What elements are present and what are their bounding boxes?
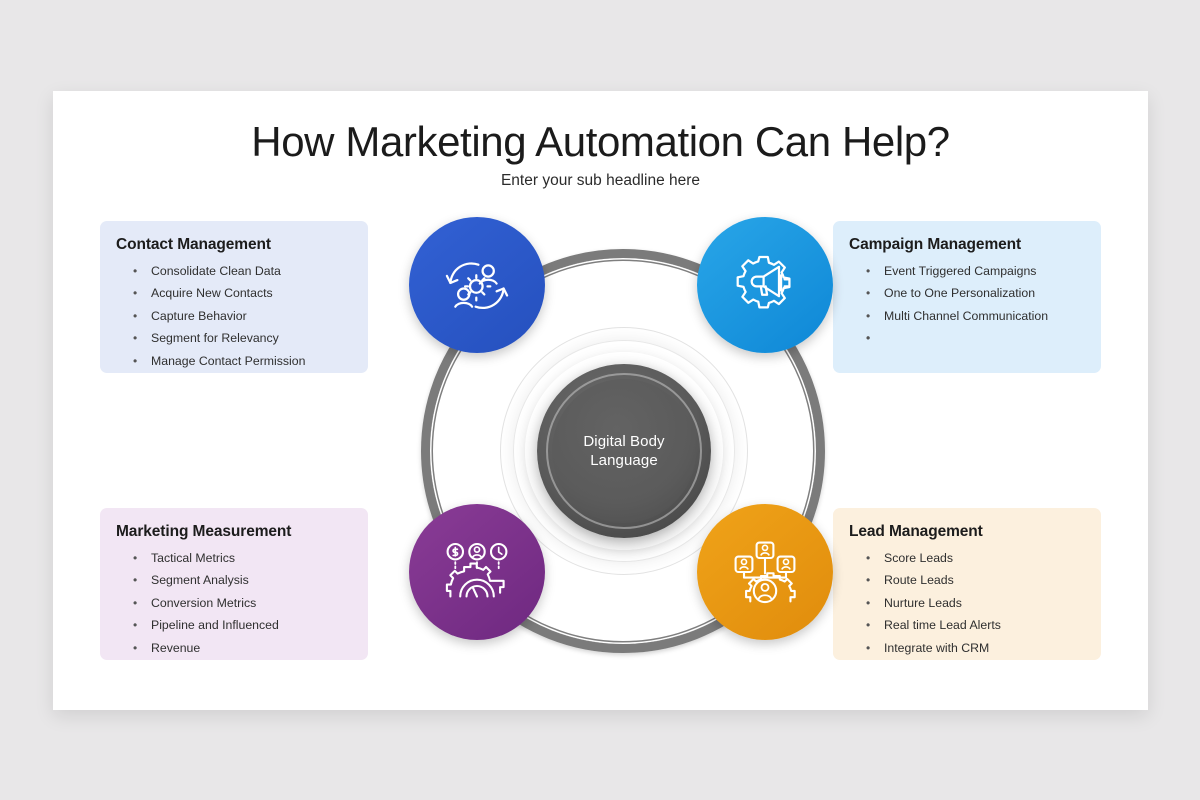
list-item: Acquire New Contacts: [116, 282, 352, 305]
card-title: Contact Management: [116, 236, 271, 253]
center-core-ring: [546, 373, 702, 529]
list-item: Real time Lead Alerts: [849, 614, 1085, 637]
node-campaign-management[interactable]: [697, 217, 833, 353]
card-title: Lead Management: [849, 523, 983, 540]
center-label-line1: Digital Body: [583, 433, 665, 450]
list-item: Integrate with CRM: [849, 637, 1085, 660]
people-network-gear-icon: [730, 537, 800, 607]
list-item: Event Triggered Campaigns: [849, 260, 1085, 283]
list-item: One to One Personalization: [849, 282, 1085, 305]
list-item: Capture Behavior: [116, 305, 352, 328]
center-label-line2: Language: [590, 452, 658, 469]
card-title: Marketing Measurement: [116, 523, 292, 540]
halo-ring-outer: [500, 327, 748, 575]
card-title: Campaign Management: [849, 236, 1022, 253]
list-item: Tactical Metrics: [116, 547, 352, 570]
halo-ring-middle: [513, 340, 735, 562]
list-item: Nurture Leads: [849, 592, 1085, 615]
users-sync-gear-icon: [442, 250, 512, 320]
node-contact-management[interactable]: [409, 217, 545, 353]
list-item: Consolidate Clean Data: [116, 260, 352, 283]
list-item: Segment Analysis: [116, 569, 352, 592]
outer-ring: [421, 249, 825, 653]
list-item: Score Leads: [849, 547, 1085, 570]
list-item: Route Leads: [849, 569, 1085, 592]
gear-megaphone-icon: [730, 250, 800, 320]
bullet-list: Tactical Metrics Segment Analysis Conver…: [116, 547, 352, 659]
list-item: Pipeline and Influenced: [116, 614, 352, 637]
center-label: Digital Body Language: [583, 432, 664, 470]
node-lead-management[interactable]: [697, 504, 833, 640]
card-contact-management[interactable]: Contact Management Consolidate Clean Dat…: [100, 221, 368, 373]
gauge-metrics-icon: [442, 537, 512, 607]
slide-canvas: How Marketing Automation Can Help? Enter…: [53, 91, 1148, 710]
card-campaign-management[interactable]: Campaign Management Event Triggered Camp…: [833, 221, 1101, 373]
card-lead-management[interactable]: Lead Management Score Leads Route Leads …: [833, 508, 1101, 660]
bullet-list: Consolidate Clean Data Acquire New Conta…: [116, 260, 352, 372]
circular-diagram: Digital Body Language: [385, 217, 865, 685]
list-item: Segment for Relevancy: [116, 327, 352, 350]
list-item: Manage Contact Permission: [116, 350, 352, 373]
list-item: Revenue: [116, 637, 352, 660]
center-core-inner[interactable]: Digital Body Language: [552, 379, 696, 523]
page-subtitle: Enter your sub headline here: [500, 172, 701, 189]
bullet-list: Event Triggered Campaigns One to One Per…: [849, 260, 1085, 350]
node-marketing-measurement[interactable]: [409, 504, 545, 640]
list-item: Conversion Metrics: [116, 592, 352, 615]
list-item: Multi Channel Communication: [849, 305, 1085, 328]
page-title: How Marketing Automation Can Help?: [251, 118, 950, 165]
bullet-list: Score Leads Route Leads Nurture Leads Re…: [849, 547, 1085, 659]
card-marketing-measurement[interactable]: Marketing Measurement Tactical Metrics S…: [100, 508, 368, 660]
